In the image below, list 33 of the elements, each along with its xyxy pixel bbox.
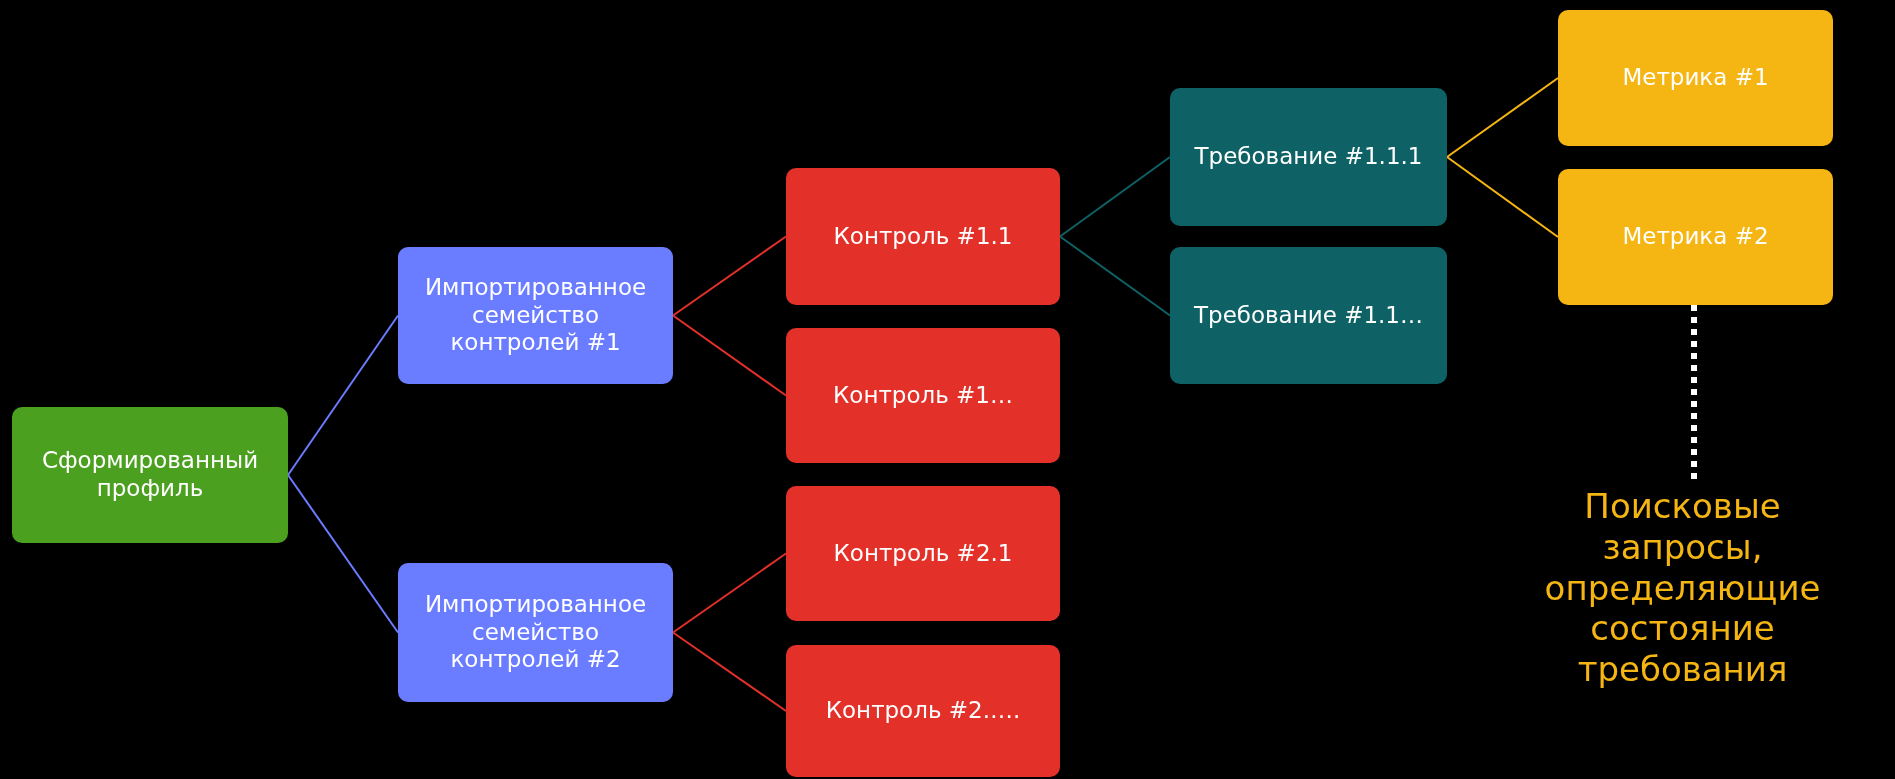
node-label: Контроль #1… — [833, 381, 1013, 410]
node-label: Требование #1.1… — [1194, 301, 1423, 330]
node-label: Сформированный профиль — [40, 447, 260, 503]
node-box — [786, 328, 1060, 463]
node-box — [1170, 247, 1447, 384]
connector-line — [1446, 156, 1559, 238]
node-label: Контроль #2.…. — [825, 697, 1021, 725]
node-box — [786, 168, 1060, 305]
node-label: Контроль #2.1 — [833, 539, 1013, 568]
node-label: Импортированное семейство контролей #2 — [423, 591, 648, 674]
node-box — [398, 247, 673, 384]
node-label: Метрика #1 — [1622, 64, 1769, 92]
node-box — [12, 407, 288, 543]
connector-line — [287, 474, 399, 634]
node-box — [398, 563, 673, 702]
node-label: Импортированное семейство контролей #1 — [423, 274, 648, 357]
connector-line — [672, 235, 787, 317]
node-box — [1558, 169, 1833, 305]
node-box — [1170, 88, 1447, 226]
connector-line — [672, 631, 787, 712]
connector-line — [672, 314, 787, 397]
connector-line — [672, 552, 787, 634]
node-box — [786, 645, 1060, 777]
node-box — [786, 486, 1060, 621]
connector-line — [1059, 235, 1171, 317]
connector-line — [1059, 156, 1171, 238]
caption-text: Поисковые запросы, определяющие состояние требования — [1490, 483, 1875, 693]
node-label: Метрика #2 — [1622, 223, 1769, 251]
node-label: Требование #1.1.1 — [1194, 143, 1423, 171]
connector-line — [1446, 77, 1559, 158]
node-label: Контроль #1.1 — [833, 222, 1013, 251]
connector-line — [287, 314, 399, 476]
node-box — [1558, 10, 1833, 146]
